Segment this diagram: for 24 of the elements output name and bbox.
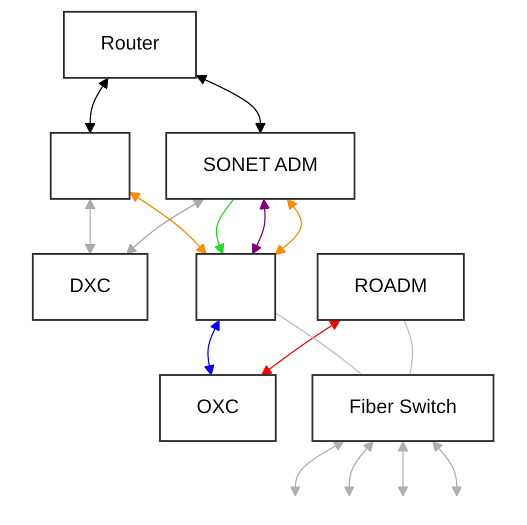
arrow bbox=[252, 198, 270, 254]
arrow bbox=[262, 320, 341, 376]
arrow bbox=[204, 320, 220, 376]
arrow bbox=[290, 440, 345, 497]
arrow bbox=[214, 198, 235, 254]
node-box: DXC bbox=[32, 253, 149, 321]
arrow bbox=[275, 198, 302, 255]
node-box: Fiber Switch bbox=[312, 374, 495, 442]
node-box: SONET ADM bbox=[166, 132, 356, 200]
arrow bbox=[344, 440, 374, 497]
arrow bbox=[85, 78, 109, 134]
arrow bbox=[126, 198, 204, 254]
connector bbox=[275, 312, 364, 376]
arrow bbox=[130, 192, 207, 254]
connector bbox=[404, 320, 414, 376]
node-box: Router bbox=[63, 10, 198, 79]
node-box: ROADM bbox=[317, 253, 466, 321]
node-box bbox=[196, 253, 276, 321]
arrow bbox=[432, 440, 463, 497]
node-box: OXC bbox=[159, 374, 278, 442]
arrow bbox=[85, 198, 96, 254]
arrow bbox=[196, 74, 266, 134]
arrow bbox=[398, 441, 409, 497]
node-box bbox=[50, 132, 131, 200]
